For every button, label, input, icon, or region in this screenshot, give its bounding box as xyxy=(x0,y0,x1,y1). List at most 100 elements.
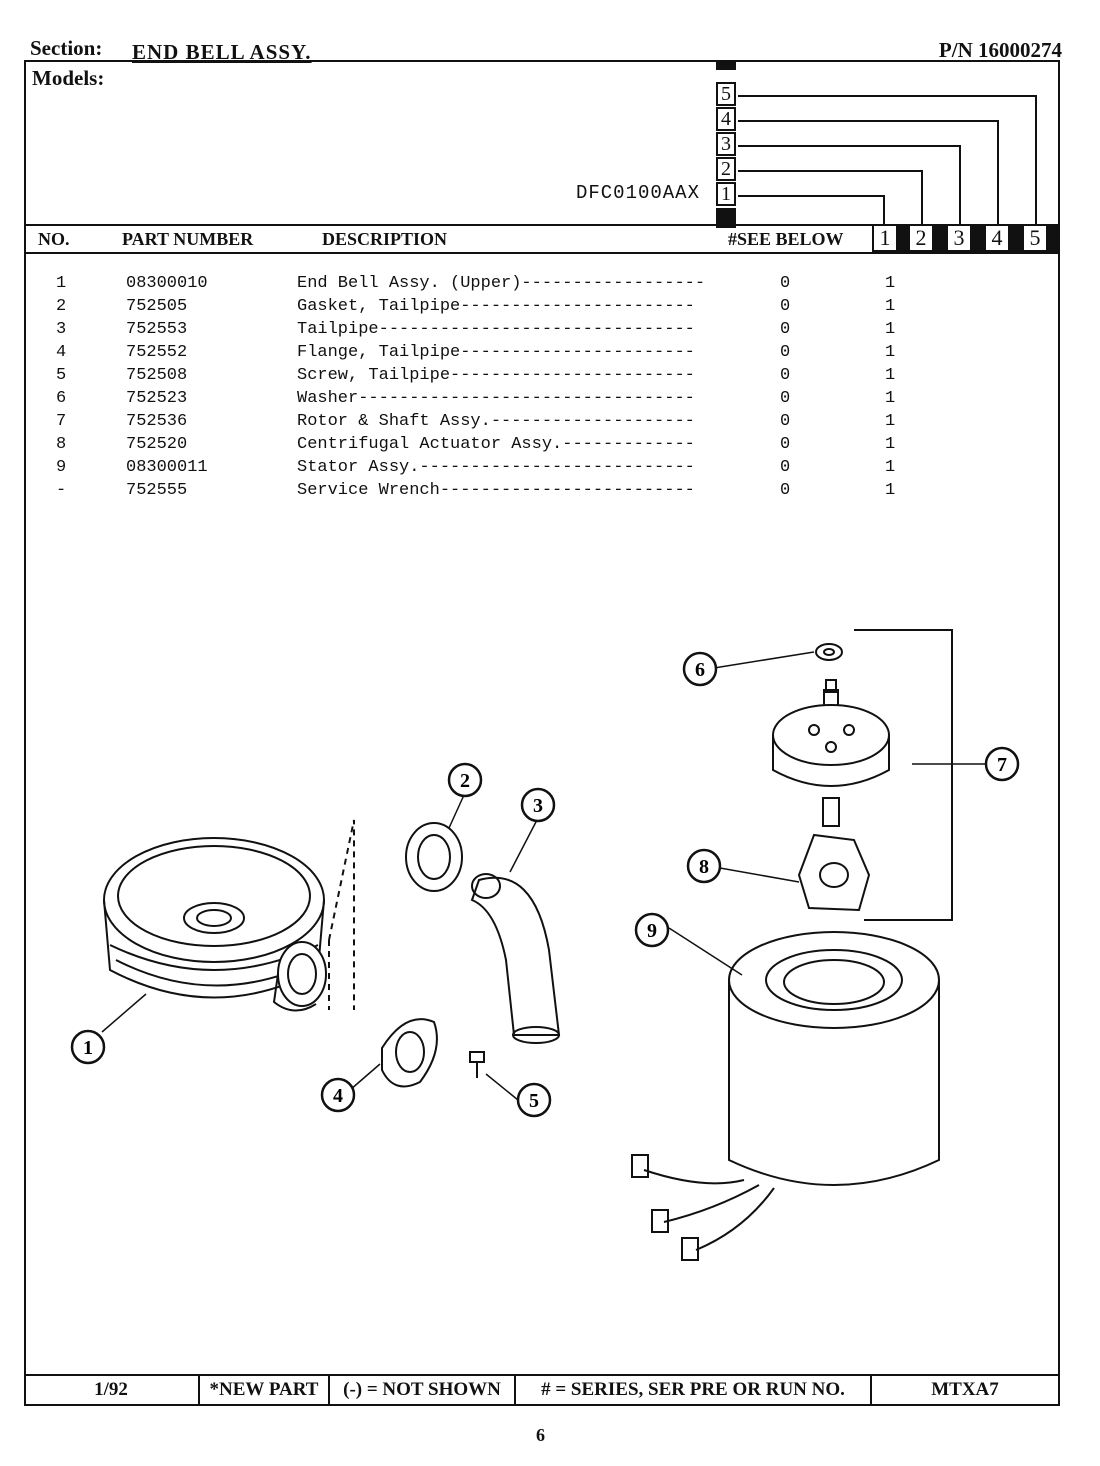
table-row: 2 752505 Gasket, Tailpipe---------------… xyxy=(0,297,1000,319)
row-description: Stator Assy.--------------------------- xyxy=(297,458,695,477)
row-no: 9 xyxy=(56,458,67,477)
row-series-code: 0 xyxy=(780,274,791,293)
row-qty: 1 xyxy=(885,481,896,500)
row-description: Service Wrench------------------------- xyxy=(297,481,695,500)
row-part-number: 752552 xyxy=(126,343,188,362)
table-row: 9 08300011 Stator Assy.-----------------… xyxy=(0,458,1000,480)
row-part-number: 752553 xyxy=(126,320,188,339)
footer-rule xyxy=(24,1374,1060,1376)
callout-6: 6 xyxy=(695,659,705,681)
footer-code: MTXA7 xyxy=(931,1379,999,1400)
series-col-divider-5 xyxy=(1048,224,1060,252)
series-col-4: 4 xyxy=(984,224,1010,252)
row-series-code: 0 xyxy=(780,458,791,477)
model-name: DFC0100AAX xyxy=(575,182,700,204)
series-box-4: 4 xyxy=(716,107,736,131)
row-description: Centrifugal Actuator Assy.------------- xyxy=(297,435,695,454)
row-part-number: 752555 xyxy=(126,481,188,500)
row-no: 7 xyxy=(56,412,67,431)
row-series-code: 0 xyxy=(780,297,791,316)
exploded-diagram: 1 2 3 4 5 6 7 8 9 xyxy=(70,629,1020,1261)
series-col-2: 2 xyxy=(908,224,934,252)
row-description: Tailpipe------------------------------- xyxy=(297,320,695,339)
flange-drawing xyxy=(381,1018,438,1088)
row-part-number: 08300010 xyxy=(126,274,208,293)
series-box-5: 5 xyxy=(716,82,736,106)
footer-new-part: *NEW PART xyxy=(200,1376,330,1404)
row-no: 2 xyxy=(56,297,67,316)
row-part-number: 752523 xyxy=(126,389,188,408)
row-description: Rotor & Shaft Assy.-------------------- xyxy=(297,412,695,431)
tailpipe-drawing xyxy=(470,873,561,1044)
screw-drawing xyxy=(469,1051,485,1078)
row-qty: 1 xyxy=(885,366,896,385)
page-frame xyxy=(24,60,1060,1406)
callout-8: 8 xyxy=(699,856,709,878)
col-header-description: DESCRIPTION xyxy=(322,229,448,249)
row-part-number: 752520 xyxy=(126,435,188,454)
series-col-divider-1 xyxy=(898,224,908,252)
callout-5: 5 xyxy=(529,1090,539,1112)
callout-4: 4 xyxy=(333,1085,343,1107)
row-no: 6 xyxy=(56,389,67,408)
row-qty: 1 xyxy=(885,297,896,316)
table-row: 3 752553 Tailpipe-----------------------… xyxy=(0,320,1000,342)
callout-3: 3 xyxy=(533,795,543,817)
row-qty: 1 xyxy=(885,389,896,408)
row-qty: 1 xyxy=(885,458,896,477)
row-qty: 1 xyxy=(885,274,896,293)
row-part-number: 752536 xyxy=(126,412,188,431)
series-box-1: 1 xyxy=(716,182,736,206)
row-description: Gasket, Tailpipe----------------------- xyxy=(297,297,695,316)
footer-series-note: # = SERIES, SER PRE OR RUN NO. xyxy=(516,1376,872,1404)
row-qty: 1 xyxy=(885,343,896,362)
rotor-drawing xyxy=(772,679,890,827)
row-series-code: 0 xyxy=(780,389,791,408)
row-qty: 1 xyxy=(885,435,896,454)
row-series-code: 0 xyxy=(780,412,791,431)
callout-2: 2 xyxy=(460,770,470,792)
col-header-no: NO. xyxy=(38,229,70,249)
row-series-code: 0 xyxy=(780,366,791,385)
row-no: 1 xyxy=(56,274,67,293)
row-description: Flange, Tailpipe----------------------- xyxy=(297,343,695,362)
section-label: Section: xyxy=(30,36,103,60)
row-part-number: 752508 xyxy=(126,366,188,385)
table-row: 8 752520 Centrifugal Actuator Assy.-----… xyxy=(0,435,1000,457)
washer-drawing xyxy=(815,643,843,661)
row-description: Washer--------------------------------- xyxy=(297,389,695,408)
callout-7: 7 xyxy=(997,754,1007,776)
callout-1: 1 xyxy=(83,1037,93,1059)
page-number: 6 xyxy=(536,1425,545,1445)
series-box-2: 2 xyxy=(716,157,736,181)
series-col-divider-2 xyxy=(934,224,946,252)
row-series-code: 0 xyxy=(780,481,791,500)
gasket-drawing xyxy=(405,822,463,892)
series-col-5: 5 xyxy=(1022,224,1048,252)
row-series-code: 0 xyxy=(780,435,791,454)
table-row: - 752555 Service Wrench-----------------… xyxy=(0,481,1000,503)
footer-date: 1/92 xyxy=(24,1376,200,1404)
row-description: End Bell Assy. (Upper)------------------ xyxy=(297,274,706,293)
series-col-divider-3 xyxy=(972,224,984,252)
row-qty: 1 xyxy=(885,320,896,339)
row-series-code: 0 xyxy=(780,320,791,339)
col-header-part-number: PART NUMBER xyxy=(122,229,254,249)
table-row: 6 752523 Washer-------------------------… xyxy=(0,389,1000,411)
end-bell-drawing xyxy=(103,837,327,1012)
footer-not-shown: (-) = NOT SHOWN xyxy=(330,1376,516,1404)
table-row: 5 752508 Screw, Tailpipe----------------… xyxy=(0,366,1000,388)
part-number: P/N 16000274 xyxy=(938,38,1062,62)
row-no: 4 xyxy=(56,343,67,362)
header-rule-bottom xyxy=(24,252,1060,254)
row-qty: 1 xyxy=(885,412,896,431)
series-col-divider-4 xyxy=(1010,224,1022,252)
series-col-3: 3 xyxy=(946,224,972,252)
callout-9: 9 xyxy=(647,920,657,942)
stator-drawing xyxy=(631,931,940,1261)
series-box-3: 3 xyxy=(716,132,736,156)
col-header-see-below: #SEE BELOW xyxy=(728,229,844,249)
row-no: - xyxy=(56,481,67,500)
table-row: 1 08300010 End Bell Assy. (Upper)-------… xyxy=(0,274,1000,296)
table-row: 4 752552 Flange, Tailpipe---------------… xyxy=(0,343,1000,365)
